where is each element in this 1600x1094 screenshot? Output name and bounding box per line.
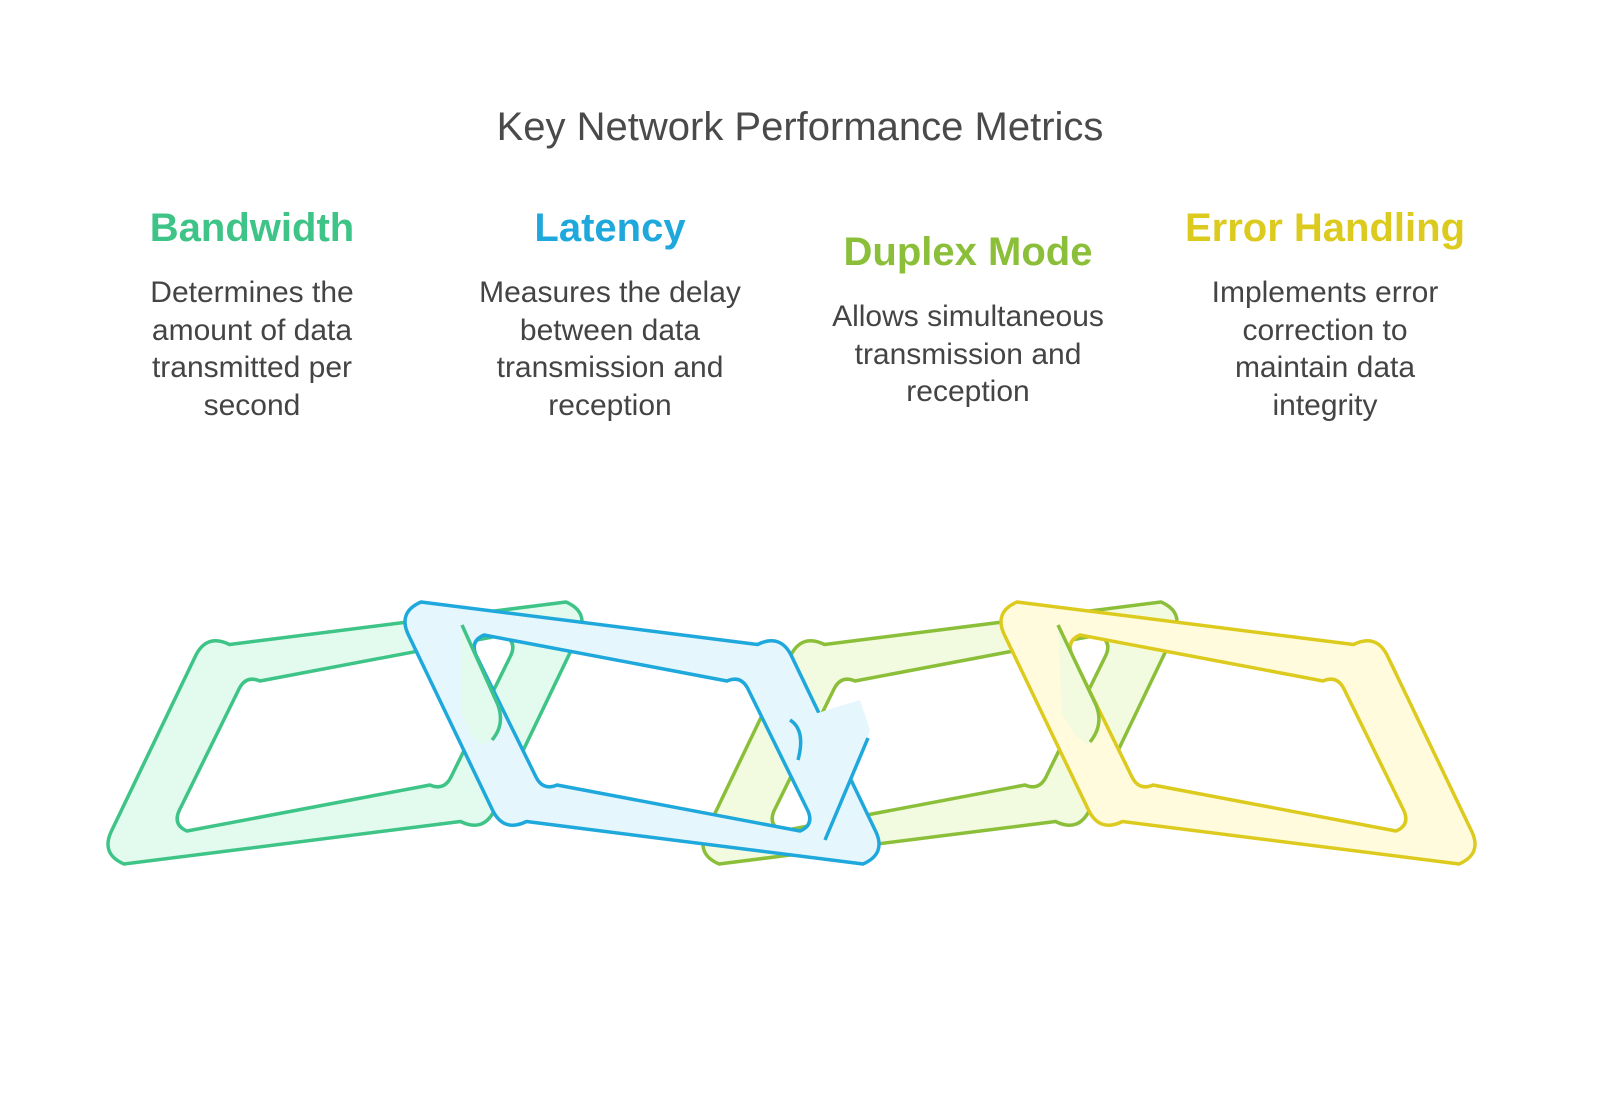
- metric-latency: Latency Measures the delay between data …: [440, 202, 780, 424]
- metric-description: Implements error correction to maintain …: [1211, 276, 1439, 422]
- metric-heading: Latency: [534, 206, 686, 250]
- metric-duplex-mode: Duplex Mode Allows simultaneous transmis…: [798, 226, 1138, 411]
- metric-bandwidth: Bandwidth Determines the amount of data …: [82, 202, 422, 424]
- metric-description: Measures the delay between data transmis…: [479, 276, 741, 422]
- metric-description: Allows simultaneous transmission and rec…: [832, 300, 1104, 408]
- metric-description: Determines the amount of data transmitte…: [150, 276, 354, 422]
- link-overlap-latency-over-duplex: [788, 700, 870, 841]
- metric-heading: Bandwidth: [149, 206, 355, 250]
- link-overlap-duplex-over-error: [1056, 624, 1101, 745]
- metric-heading: Error Handling: [1184, 206, 1466, 250]
- diagram-title: Key Network Performance Metrics: [496, 105, 1104, 149]
- metric-heading: Duplex Mode: [843, 230, 1093, 274]
- link-overlap-bandwidth-over-latency: [460, 624, 503, 745]
- metric-error-handling: Error Handling Implements error correcti…: [1155, 202, 1495, 424]
